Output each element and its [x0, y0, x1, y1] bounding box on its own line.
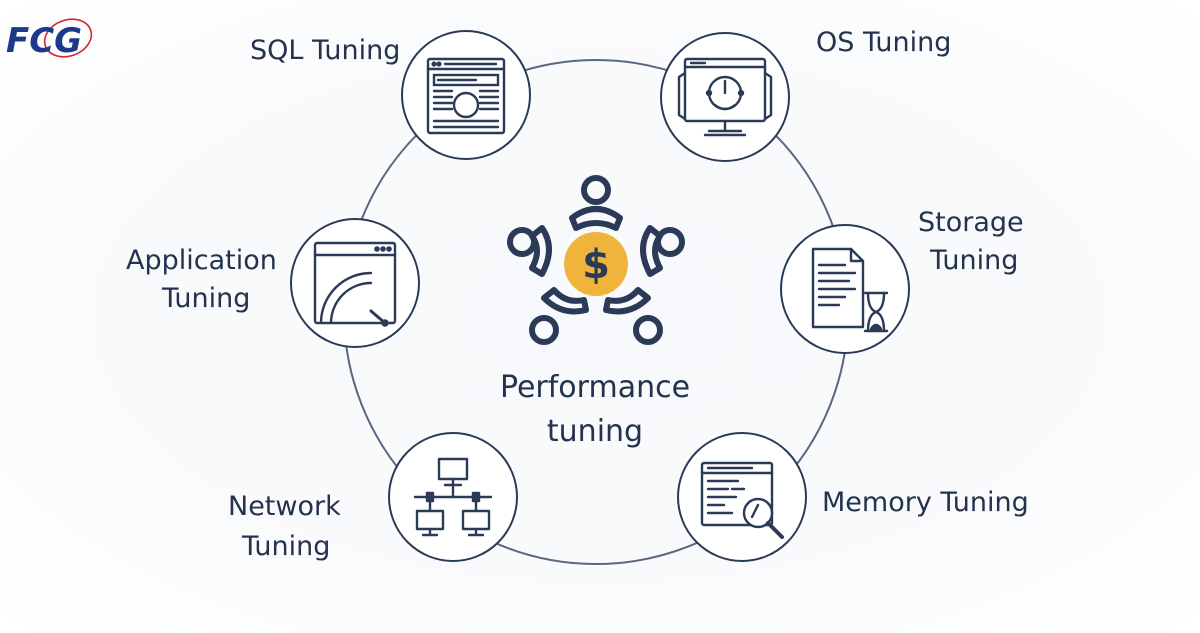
label-storage-line1: Storage: [918, 207, 1024, 238]
network-computers-icon: [413, 457, 493, 537]
label-memory-tuning: Memory Tuning: [822, 487, 1029, 518]
fcg-logo: FCG: [6, 18, 93, 61]
node-sql-tuning: [401, 30, 531, 160]
label-sql-tuning: SQL Tuning: [250, 35, 401, 66]
label-network-line1: Network: [228, 491, 341, 522]
label-network-line2: Tuning: [242, 531, 331, 562]
center-title: Performance tuning: [460, 366, 730, 454]
label-os-tuning: OS Tuning: [816, 27, 952, 58]
node-memory-tuning: [677, 432, 807, 562]
label-application-line1: Application: [126, 245, 277, 276]
browser-window-icon: [426, 57, 506, 135]
center-title-line1: Performance: [499, 370, 691, 405]
node-storage-tuning: [780, 224, 910, 354]
label-storage-line2: Tuning: [930, 245, 1019, 276]
node-os-tuning: [660, 32, 790, 162]
document-hourglass-icon: [811, 247, 889, 333]
team-money-icon: $: [507, 175, 685, 345]
monitor-clock-icon: [677, 57, 773, 137]
window-magnifier-icon: [700, 461, 784, 539]
window-gauge-icon: [313, 241, 397, 327]
label-application-line2: Tuning: [162, 283, 251, 314]
logo-text: FCG: [6, 21, 82, 61]
node-network-tuning: [388, 432, 518, 562]
svg-text:$: $: [582, 242, 610, 288]
node-application-tuning: [290, 218, 420, 348]
center-title-line2: tuning: [546, 414, 644, 449]
